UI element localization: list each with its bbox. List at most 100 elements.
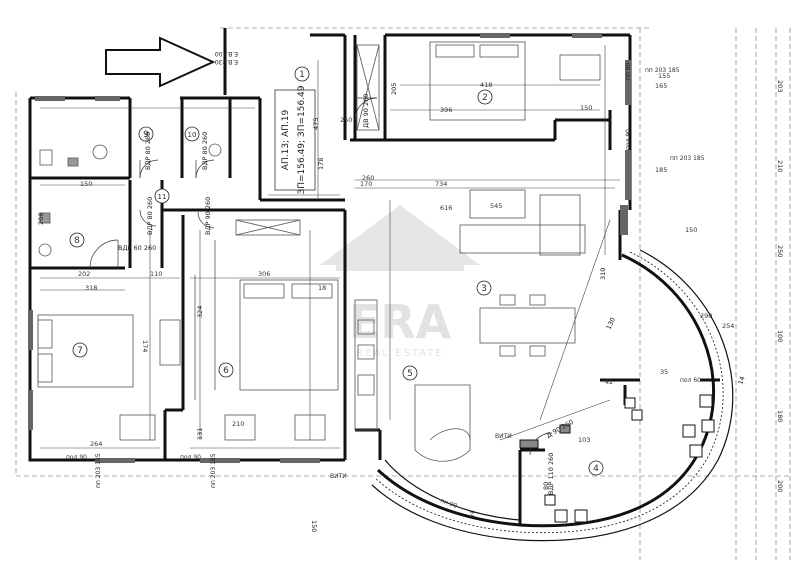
svg-text:5: 5 [407, 369, 413, 379]
room-marker-5: 5 [402, 365, 418, 381]
room-marker-2: 2 [477, 89, 493, 105]
svg-text:пп 203 185: пп 203 185 [645, 67, 680, 74]
svg-text:пп 90: пп 90 [625, 62, 632, 80]
svg-text:18: 18 [318, 284, 326, 292]
svg-text:ВДР 110 260: ВДР 110 260 [547, 453, 555, 495]
svg-text:205: 205 [390, 83, 398, 95]
svg-text:203: 203 [776, 80, 784, 92]
svg-text:пол 90: пол 90 [180, 454, 201, 461]
svg-text:пп 203 185: пп 203 185 [95, 453, 102, 488]
svg-text:ВДР 80 260: ВДР 80 260 [201, 132, 209, 170]
svg-text:110: 110 [150, 270, 162, 278]
room-markers: 1 2 3 4 5 6 7 8 9 10 11 [69, 66, 604, 476]
door-labels: ВДР 80 260 ВДР 80 260 ВДР 80 260 ВДР 90 … [118, 94, 575, 495]
svg-text:ВДР 90 260: ВДР 90 260 [204, 197, 212, 235]
furniture [37, 41, 601, 462]
svg-text:396: 396 [440, 106, 452, 114]
svg-text:7: 7 [77, 346, 83, 356]
svg-text:пол 90: пол 90 [625, 129, 632, 150]
svg-text:150: 150 [310, 520, 318, 532]
svg-text:318: 318 [85, 284, 97, 292]
misc-labels: Е.В.100 Е.В.230 ВИТИ ВИТИ [215, 50, 512, 480]
door-swings [89, 97, 553, 456]
svg-text:418: 418 [480, 81, 492, 89]
svg-text:734: 734 [435, 180, 447, 188]
dimension-labels: 318 202 110 306 324 208 264 131 210 205 … [37, 72, 784, 532]
axis-lines [15, 27, 791, 560]
elevation-labels: пп 203 185 пп 203 185 пп 203 185 пп 203 … [95, 67, 705, 488]
sofa [459, 224, 586, 254]
svg-text:475: 475 [312, 118, 320, 130]
watermark-text: ERA [349, 295, 452, 349]
windows [28, 33, 631, 463]
svg-text:9: 9 [143, 130, 149, 140]
svg-text:ВДР 60 260: ВДР 60 260 [118, 244, 156, 252]
svg-text:178: 178 [317, 158, 325, 170]
apartment-label: АП.13; АП.19 [281, 110, 291, 171]
room-marker-7: 7 [72, 342, 88, 358]
svg-text:1: 1 [299, 70, 305, 80]
svg-text:250: 250 [340, 116, 352, 124]
svg-text:150: 150 [685, 226, 697, 234]
svg-text:80: 80 [542, 482, 550, 490]
svg-text:306: 306 [258, 270, 270, 278]
curved-facade [371, 249, 734, 542]
svg-text:11: 11 [158, 193, 167, 201]
svg-text:310: 310 [599, 268, 607, 280]
svg-text:150: 150 [580, 104, 592, 112]
svg-text:155: 155 [658, 72, 670, 80]
svg-text:103: 103 [578, 436, 590, 444]
svg-text:185: 185 [655, 166, 667, 174]
svg-text:210: 210 [232, 420, 244, 428]
svg-text:4: 4 [593, 464, 599, 474]
bed-room-7 [37, 314, 134, 388]
svg-text:131: 131 [196, 428, 204, 440]
svg-text:174: 174 [141, 340, 149, 352]
svg-text:616: 616 [440, 204, 452, 212]
kitchen-counter [354, 299, 378, 431]
room-marker-9: 9 [138, 126, 154, 142]
room-marker-3: 3 [476, 280, 492, 296]
svg-text:210: 210 [776, 160, 784, 172]
svg-text:пп 203 185: пп 203 185 [210, 453, 217, 488]
svg-text:ДВ 90 260: ДВ 90 260 [362, 94, 370, 128]
svg-text:250: 250 [776, 245, 784, 257]
svg-text:42: 42 [605, 378, 613, 386]
svg-text:24: 24 [468, 510, 476, 518]
room-marker-4: 4 [588, 460, 604, 476]
svg-text:8: 8 [74, 236, 80, 246]
area-label: ЗП=156.49; ЗП=156.49 [297, 85, 307, 194]
room-marker-11: 11 [154, 188, 170, 204]
svg-text:6: 6 [223, 366, 229, 376]
svg-text:Е.В.230: Е.В.230 [215, 58, 238, 65]
svg-text:254: 254 [722, 322, 734, 330]
svg-text:130: 130 [605, 316, 618, 331]
svg-text:264: 264 [90, 440, 102, 448]
room-marker-10: 10 [184, 126, 200, 142]
svg-text:ВИТИ: ВИТИ [495, 433, 512, 440]
svg-text:202: 202 [78, 270, 90, 278]
svg-text:14: 14 [736, 375, 746, 386]
svg-text:пол 90: пол 90 [66, 454, 87, 461]
svg-text:290: 290 [700, 312, 712, 320]
svg-text:208: 208 [37, 213, 45, 225]
terrace-pillars [519, 394, 715, 523]
svg-text:35: 35 [660, 368, 668, 376]
svg-text:пп 203 185: пп 203 185 [670, 155, 705, 162]
svg-text:260: 260 [362, 174, 374, 182]
svg-text:170: 170 [360, 180, 372, 188]
bed-room-6 [239, 279, 339, 391]
dining-table [479, 307, 576, 344]
svg-text:150: 150 [80, 180, 92, 188]
svg-text:200: 200 [776, 480, 784, 492]
room-marker-1: 1 [294, 66, 310, 82]
svg-text:180: 180 [776, 410, 784, 422]
svg-text:ВДР 80 260: ВДР 80 260 [144, 132, 152, 170]
room-marker-6: 6 [218, 362, 234, 378]
watermark-subtext: REAL ESTATE [356, 348, 443, 359]
entrance-arrow-icon [105, 36, 216, 88]
watermark: ERA REAL ESTATE [320, 205, 480, 359]
svg-text:пол 60: пол 60 [680, 377, 701, 384]
svg-text:165: 165 [655, 82, 667, 90]
